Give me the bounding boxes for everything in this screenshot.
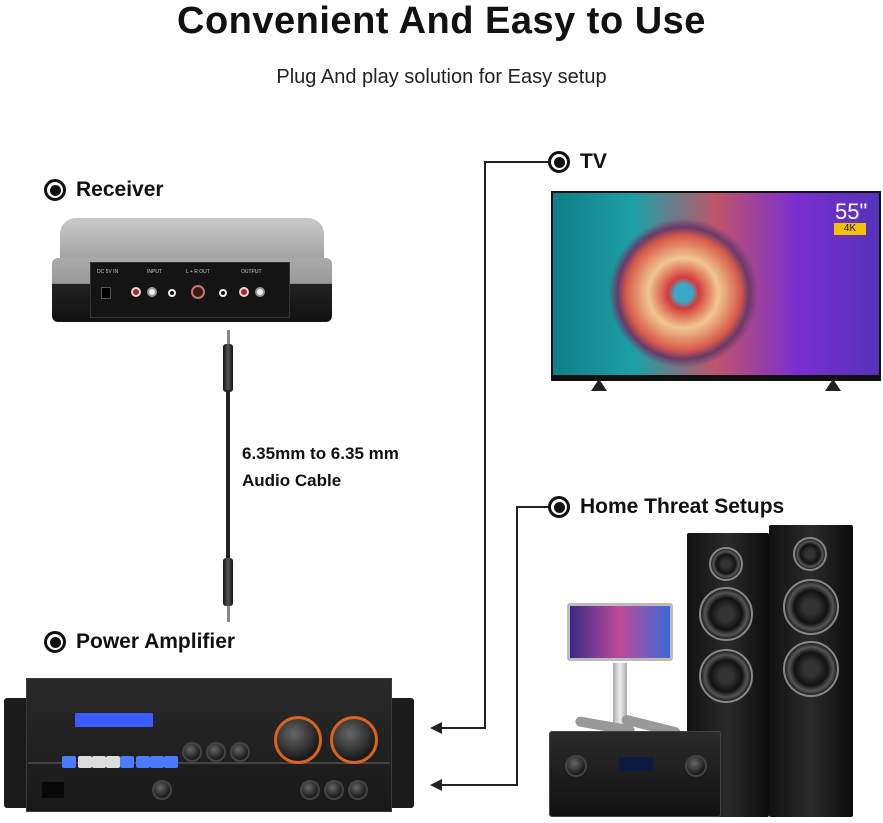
- home-theater-device: [545, 525, 855, 817]
- tv-connector-line: [484, 161, 486, 729]
- receiver-label: Receiver: [44, 178, 164, 202]
- home-theater-connector-line: [440, 784, 518, 786]
- bullet-icon: [44, 631, 66, 653]
- input-label: INPUT: [147, 269, 162, 275]
- tv-size-badge: 55": [835, 199, 868, 224]
- arrow-left-icon: [430, 722, 442, 734]
- home-theater-label-text: Home Threat Setups: [580, 495, 785, 518]
- tv-4k-badge: 4K: [834, 223, 866, 235]
- tv-label-text: TV: [580, 150, 607, 173]
- lr-out-label: L + R OUT: [186, 269, 210, 275]
- power-amplifier-label: Power Amplifier: [44, 630, 235, 654]
- cable-label-line1: 6.35mm to 6.35 mm: [242, 444, 399, 463]
- bullet-icon: [548, 496, 570, 518]
- tv-connector-line: [484, 161, 548, 163]
- arrow-left-icon: [430, 779, 442, 791]
- bullet-icon: [548, 151, 570, 173]
- power-amplifier-device: [4, 670, 414, 816]
- audio-cable: [218, 330, 238, 622]
- tv-label: TV: [548, 150, 607, 174]
- dc-in-label: DC 5V IN: [97, 269, 119, 275]
- cable-label-line2: Audio Cable: [242, 471, 342, 490]
- output-label: OUTPUT: [241, 269, 262, 275]
- power-amplifier-label-text: Power Amplifier: [76, 630, 236, 653]
- page-subtitle: Plug And play solution for Easy setup: [276, 66, 607, 88]
- tv-connector-line: [440, 727, 486, 729]
- home-theater-connector-line: [516, 506, 518, 786]
- tv-device: 55" 4K: [551, 191, 881, 391]
- bullet-icon: [44, 179, 66, 201]
- home-theater-label: Home Threat Setups: [548, 495, 784, 519]
- cable-label: 6.35mm to 6.35 mm Audio Cable: [242, 440, 399, 494]
- receiver-label-text: Receiver: [76, 178, 164, 201]
- page-title: Convenient And Easy to Use: [177, 0, 706, 42]
- home-theater-connector-line: [516, 506, 548, 508]
- receiver-device: DC 5V IN INPUT L + R OUT OUTPUT: [52, 218, 332, 322]
